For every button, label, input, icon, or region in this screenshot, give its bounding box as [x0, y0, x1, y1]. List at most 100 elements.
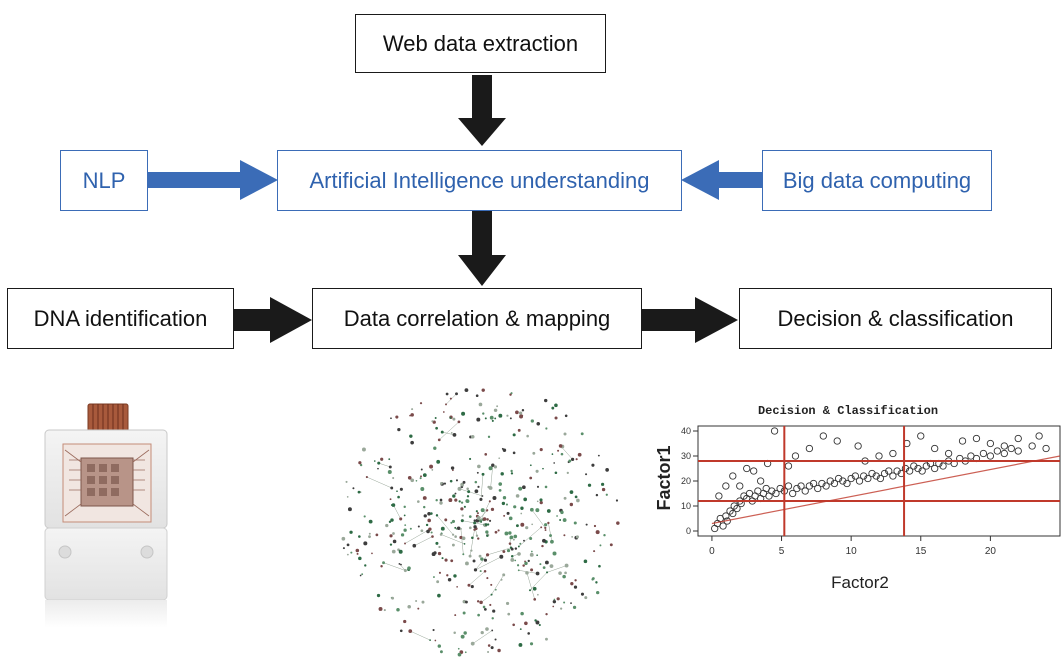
data-point	[733, 504, 741, 513]
nlp-box: NLP	[60, 150, 148, 211]
ai-understanding-label: Artificial Intelligence understanding	[309, 167, 650, 193]
trend-line	[711, 455, 1061, 525]
data-point	[793, 484, 801, 493]
data-point	[770, 427, 779, 435]
data-point	[805, 482, 814, 490]
data-point	[855, 477, 864, 485]
data-point	[918, 467, 926, 475]
data-point	[851, 472, 859, 480]
chart-ylabel: Factor1	[654, 445, 674, 510]
data-point	[931, 444, 939, 453]
data-correlation-box: Data correlation & mapping	[312, 288, 642, 349]
data-point	[833, 437, 841, 445]
y-tick-label: 40	[681, 426, 691, 436]
data-point	[818, 479, 826, 488]
x-tick-label: 20	[985, 546, 997, 557]
data-point	[1000, 442, 1008, 450]
data-point	[729, 509, 737, 518]
data-point	[864, 474, 872, 483]
data-point	[722, 482, 730, 490]
data-point	[958, 437, 967, 445]
arrow-left-blue	[681, 160, 762, 200]
data-point	[893, 467, 901, 475]
data-point	[757, 477, 765, 485]
data-point	[736, 482, 744, 490]
data-point	[880, 469, 889, 478]
x-tick-label: 5	[779, 546, 785, 557]
data-point	[830, 479, 839, 488]
data-point	[822, 482, 830, 490]
data-point	[772, 489, 780, 498]
data-point	[843, 479, 851, 488]
data-point	[993, 447, 1001, 455]
data-point	[875, 452, 883, 460]
data-point	[854, 442, 862, 450]
y-tick-label: 20	[681, 476, 691, 486]
x-tick-label: 15	[915, 546, 927, 557]
data-point	[847, 474, 855, 483]
data-point	[889, 449, 897, 458]
dna-identification-box: DNA identification	[7, 288, 234, 349]
y-tick-label: 0	[686, 526, 691, 536]
data-point	[1035, 432, 1043, 440]
data-point	[768, 487, 776, 495]
data-point	[872, 472, 880, 480]
data-point	[743, 464, 751, 473]
data-point	[910, 462, 918, 470]
data-point	[722, 512, 730, 520]
data-point	[791, 452, 800, 460]
data-point	[819, 432, 827, 440]
y-tick-label: 30	[681, 451, 691, 461]
data-point	[801, 487, 809, 495]
data-point	[750, 467, 758, 475]
data-correlation-label: Data correlation & mapping	[343, 305, 611, 331]
data-point	[944, 449, 953, 458]
data-point	[839, 477, 847, 485]
data-point	[784, 482, 793, 490]
big-data-computing-box: Big data computing	[762, 150, 992, 211]
data-point	[868, 469, 876, 478]
arrow-right-blue	[148, 160, 278, 200]
arrow-right-decision	[642, 297, 738, 343]
data-point	[931, 464, 939, 473]
data-point	[979, 449, 988, 458]
data-point	[860, 472, 868, 480]
chart-xlabel: Factor2	[831, 573, 889, 592]
data-point	[719, 522, 727, 530]
web-data-extraction-label: Web data extraction	[382, 30, 579, 56]
data-point	[1014, 434, 1022, 443]
data-point	[986, 452, 995, 460]
chart-title: Decision & Classification	[758, 404, 938, 418]
decision-classification-box: Decision & classification	[739, 288, 1052, 349]
x-tick-label: 0	[709, 546, 715, 557]
scatter-chart: Decision & Classification Factor1 Factor…	[650, 398, 1061, 598]
web-data-extraction-box: Web data extraction	[355, 14, 606, 73]
data-point	[972, 434, 981, 443]
arrow-right-dna	[234, 297, 312, 343]
data-point	[876, 474, 885, 483]
data-point	[784, 462, 793, 470]
data-point	[797, 482, 805, 490]
data-point	[922, 462, 930, 470]
data-point	[809, 479, 818, 488]
data-point	[729, 472, 737, 480]
data-point	[1028, 442, 1036, 450]
data-point	[905, 467, 914, 475]
data-point	[885, 467, 893, 475]
arrow-down-top	[458, 75, 506, 146]
x-tick-label: 10	[846, 546, 858, 557]
big-data-computing-label: Big data computing	[782, 167, 972, 193]
data-point	[1014, 447, 1022, 455]
data-point	[715, 492, 723, 500]
data-point	[901, 464, 910, 473]
data-point	[826, 477, 834, 485]
nlp-label: NLP	[82, 167, 126, 193]
data-point	[1007, 444, 1015, 453]
decision-classification-label: Decision & classification	[777, 305, 1014, 331]
data-point	[805, 444, 814, 453]
data-point	[986, 439, 995, 448]
dna-sequencing-chip-icon	[44, 403, 168, 628]
data-point	[1042, 444, 1050, 453]
data-point	[917, 432, 925, 440]
